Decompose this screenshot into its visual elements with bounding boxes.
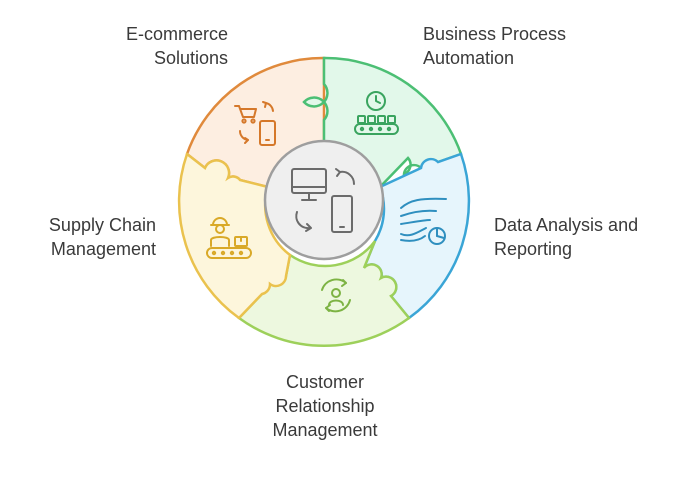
label-ecommerce: E-commerce Solutions (96, 22, 228, 70)
label-crm-line-3: Management (272, 420, 378, 440)
label-data-line-2: Reporting (494, 239, 573, 259)
label-data-line-1: Data Analysis and (494, 215, 639, 235)
label-ecommerce-line-2: Solutions (153, 48, 228, 68)
data-flow-pie-icon (400, 197, 447, 245)
segment-crm (237, 240, 411, 347)
worker-conveyor-icon (206, 217, 252, 259)
label-ecommerce-line-1: E-commerce (125, 24, 228, 44)
monitor-phone-sync-icon (291, 168, 356, 233)
label-supply-line-1: Supply Chain (48, 215, 156, 235)
cart-phone-exchange-icon (234, 101, 276, 146)
label-crm-line-1: Customer (285, 372, 365, 392)
clock-conveyor-icon (354, 91, 399, 135)
label-supply: Supply Chain Management (30, 213, 156, 261)
label-crm: Customer Relationship Management (250, 370, 400, 442)
label-crm-line-2: Relationship (275, 396, 375, 416)
label-automation-line-1: Business Process (423, 24, 567, 44)
label-automation: Business Process Automation (423, 22, 566, 70)
label-supply-line-2: Management (50, 239, 156, 259)
user-cycle-icon (321, 278, 351, 313)
label-data: Data Analysis and Reporting (494, 213, 638, 261)
center-hub (263, 139, 385, 261)
label-automation-line-2: Automation (423, 48, 515, 68)
segment-supply (177, 151, 292, 320)
